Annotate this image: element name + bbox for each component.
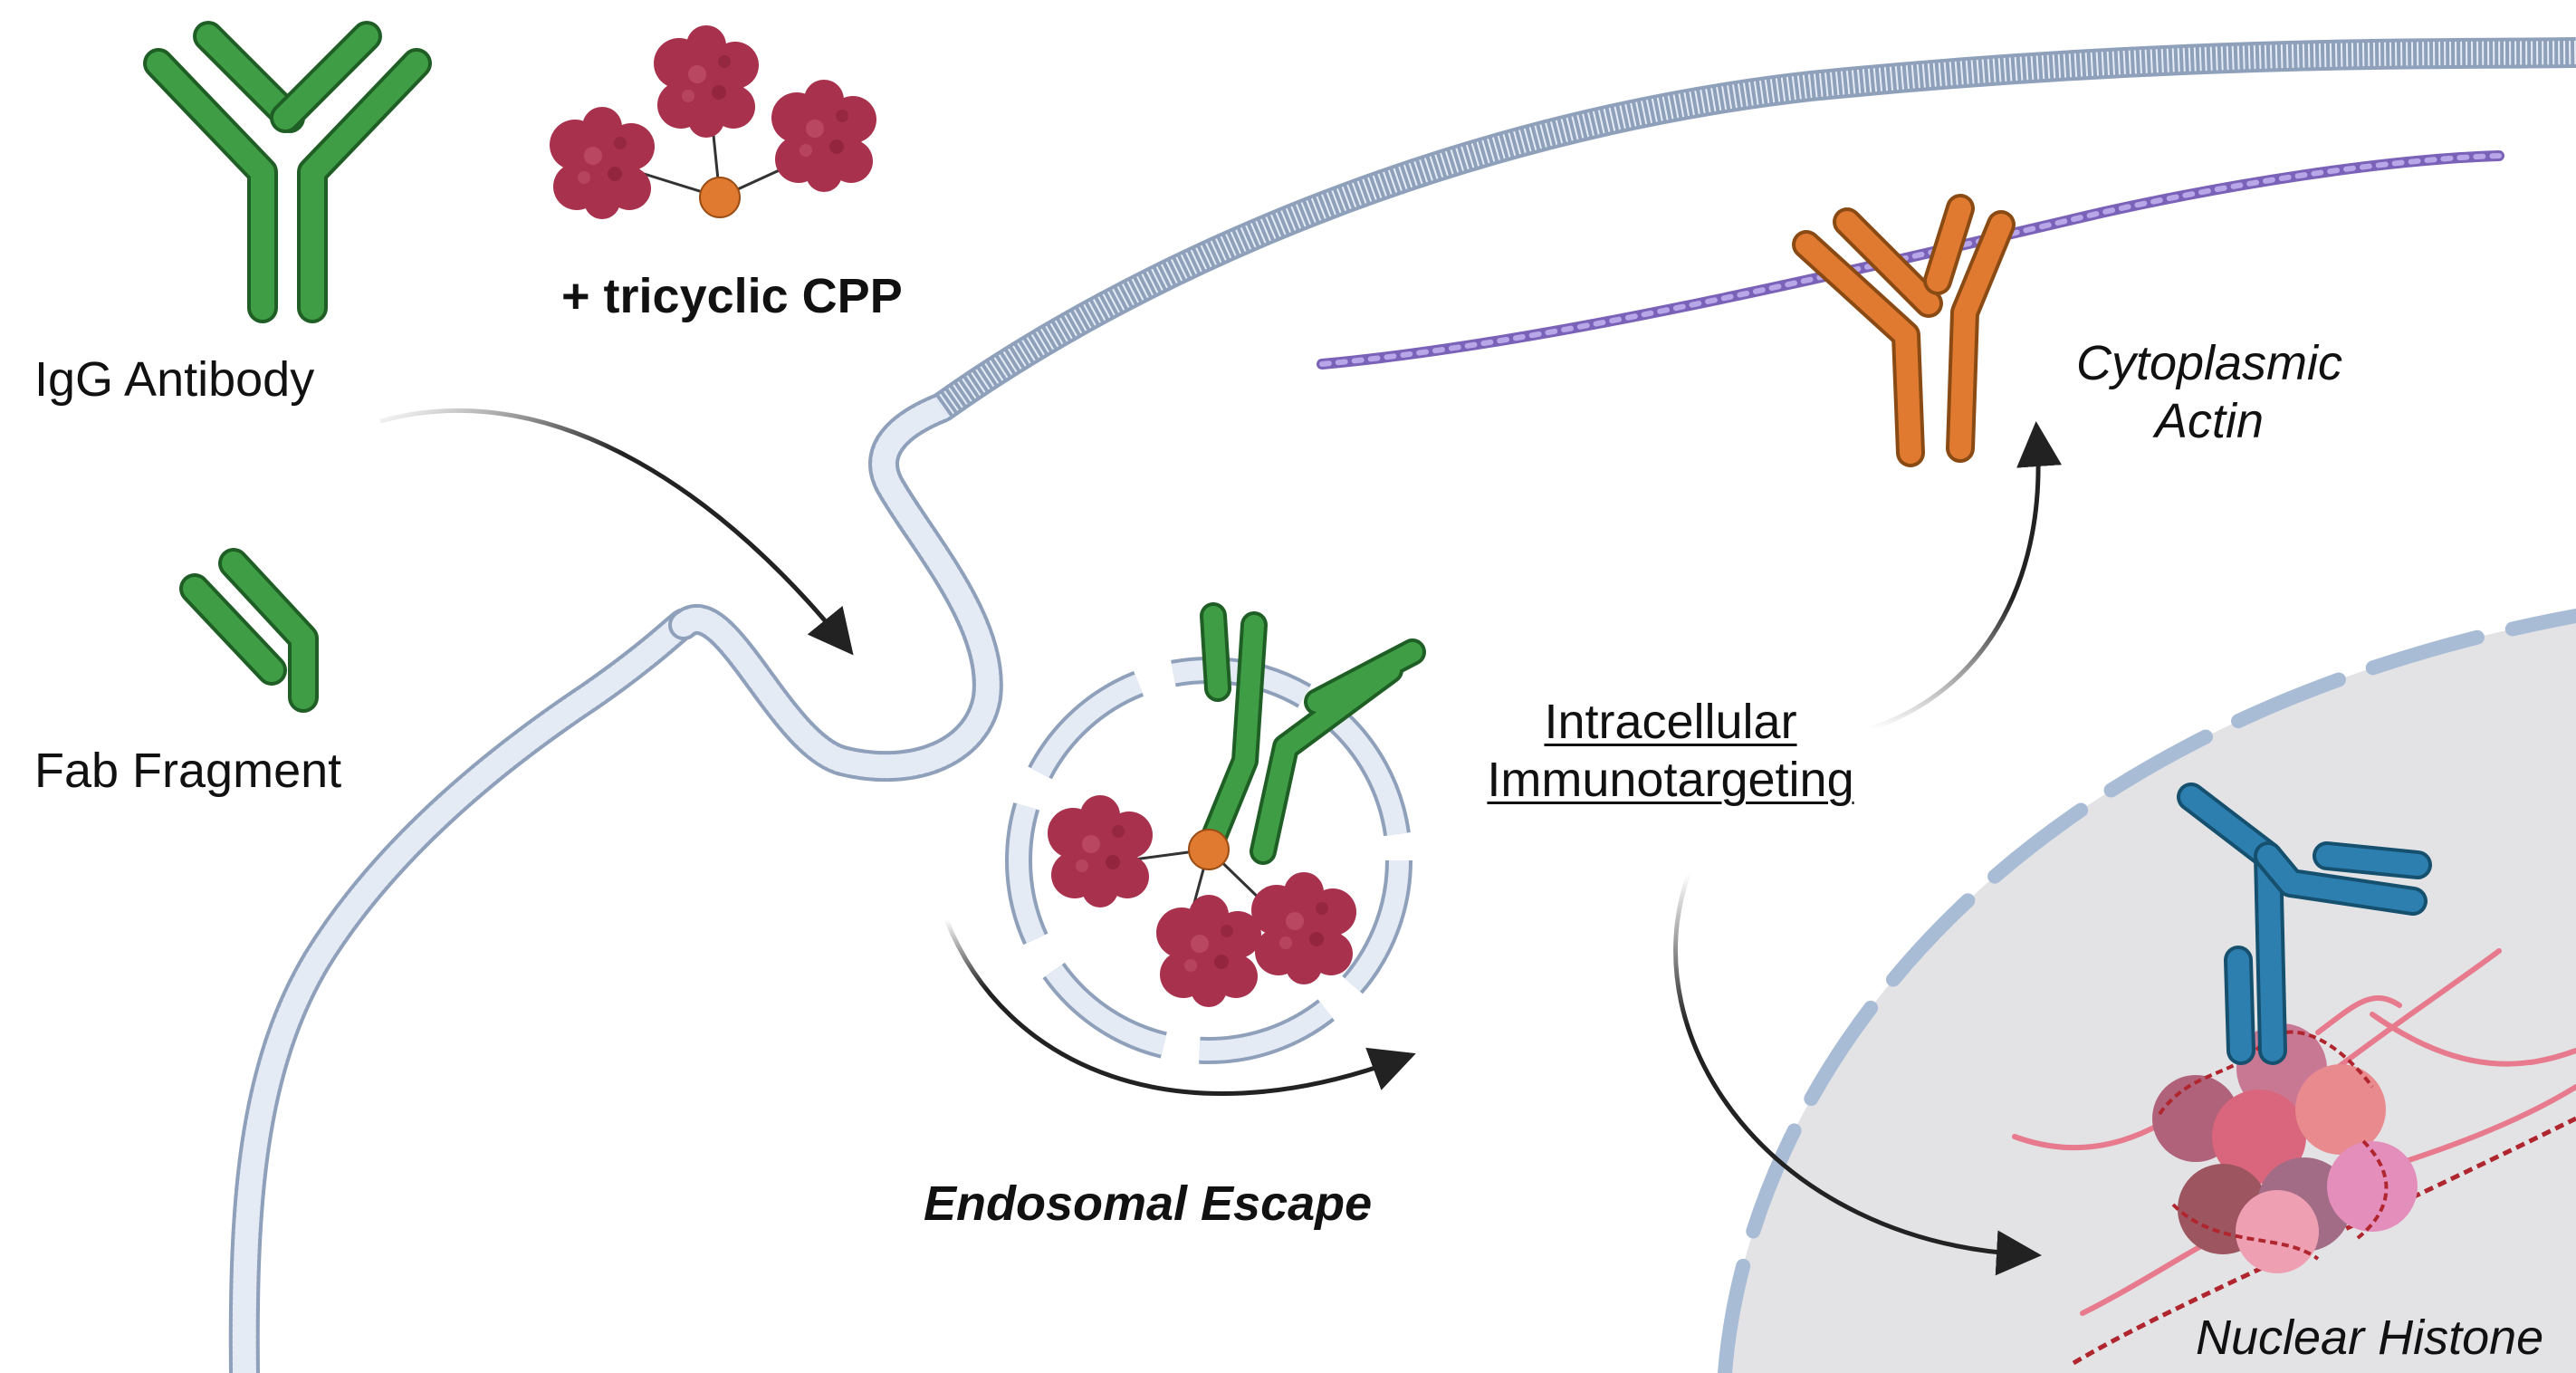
- nucleus-arrow: [1673, 873, 2042, 1276]
- cytoplasmic-label-line1: Cytoplasmic: [2075, 336, 2343, 390]
- nucleosome-icon: [2012, 948, 2576, 1366]
- fab-fragment-icon: [179, 548, 319, 713]
- intracellular-label-line2: Immunotargeting: [1487, 753, 1854, 807]
- endosomal-escape-label: Endosomal Escape: [924, 1176, 1373, 1231]
- igg-antibody-label: IgG Antibody: [34, 352, 315, 407]
- cpp-antibody-conjugate-icon: [1048, 602, 1426, 1007]
- escape-arrow: [943, 918, 1416, 1096]
- cell-membrane: [228, 37, 2576, 1373]
- actin-arrow: [1869, 421, 2062, 732]
- cytoplasmic-label-line2: Actin: [2154, 394, 2265, 448]
- tricyclic-cpp-icon: [550, 25, 876, 219]
- actin-filament-icon: [1317, 150, 2504, 370]
- intracellular-label-line1: Intracellular: [1544, 695, 1797, 749]
- blue-antibody-icon: [2177, 783, 2432, 1065]
- igg-antibody-icon: [143, 21, 432, 323]
- nuclear-histone-label: Nuclear Histone: [2196, 1311, 2544, 1365]
- uptake-arrow: [379, 408, 854, 656]
- fab-fragment-label: Fab Fragment: [34, 744, 342, 798]
- orange-antibody-icon: [1792, 194, 2016, 467]
- tricyclic-cpp-label: + tricyclic CPP: [561, 269, 903, 323]
